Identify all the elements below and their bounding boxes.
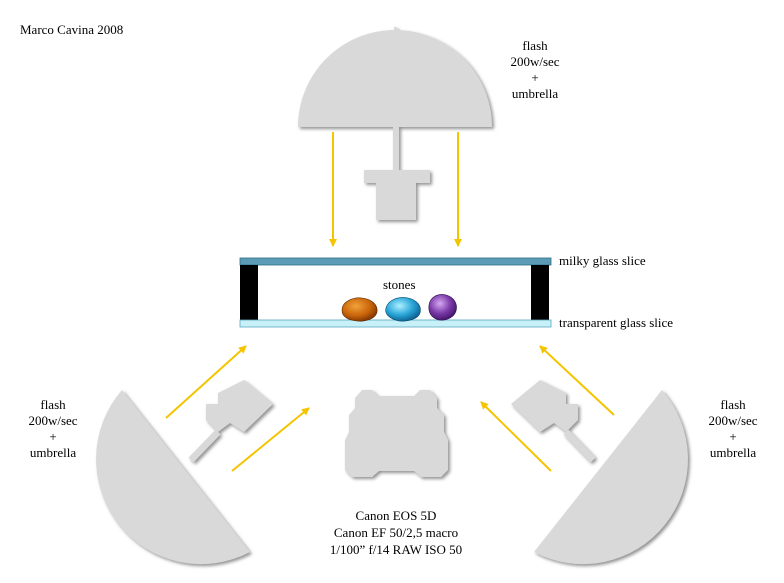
flash-label-line: flash: [40, 397, 66, 412]
amber-stone: [341, 297, 378, 322]
stones-label: stones: [383, 277, 416, 292]
umbrella-line: umbrella: [29, 445, 77, 460]
umbrella-line: umbrella: [709, 445, 757, 460]
purple-stone: [428, 294, 457, 321]
top-light-arrows: [329, 132, 462, 247]
umbrella-line: umbrella: [511, 86, 559, 101]
light-arrow: [231, 407, 310, 472]
left-umbrella-tip: [118, 520, 129, 530]
glass-set: [239, 257, 552, 328]
top-umbrella-shape: [298, 30, 492, 127]
flash-power-line: 200w/sec: [708, 413, 758, 428]
plus-line: +: [729, 429, 737, 444]
top-flash-label: flash 200w/sec + umbrella: [490, 38, 580, 102]
light-arrow: [539, 345, 615, 416]
left-light-arrows: [165, 345, 310, 472]
transparent-glass-label: transparent glass slice: [559, 315, 674, 330]
right-light-arrows: [480, 345, 615, 472]
lens-model: Canon EF 50/2,5 macro: [333, 525, 459, 540]
right-flash-head: [511, 380, 578, 432]
flash-label-line: flash: [720, 397, 746, 412]
exposure-settings: 1/100” f/14 RAW ISO 50: [329, 542, 463, 557]
plus-line: +: [49, 429, 57, 444]
top-umbrella-tip: [394, 27, 397, 33]
stones: [341, 294, 457, 322]
right-flash-label: flash 200w/sec + umbrella: [688, 397, 778, 461]
light-arrow: [480, 401, 552, 472]
flash-label-line: flash: [522, 38, 548, 53]
top-flash-stem: [393, 127, 399, 171]
left-flash-label: flash 200w/sec + umbrella: [8, 397, 98, 461]
camera-model: Canon EOS 5D: [355, 508, 437, 523]
right-flash-stem: [563, 429, 596, 463]
right-umbrella-shape: [534, 390, 688, 565]
milky-glass-slice: [239, 257, 552, 266]
flash-power-line: 200w/sec: [28, 413, 78, 428]
right-umbrella-tip: [655, 520, 666, 530]
camera-shape: [345, 390, 448, 477]
top-flash-unit: [298, 27, 492, 220]
left-flash-head: [206, 380, 273, 432]
plus-line: +: [531, 70, 539, 85]
left-umbrella-shape: [96, 390, 250, 565]
blue-stone: [385, 297, 421, 322]
transparent-glass-slice: [239, 319, 552, 328]
right-glass-stand: [531, 265, 549, 320]
credit-label: Marco Cavina 2008: [20, 22, 124, 37]
light-arrow: [165, 345, 247, 419]
top-flash-head: [364, 170, 430, 220]
left-flash-unit: [96, 380, 273, 565]
left-flash-stem: [188, 429, 221, 463]
right-flash-unit: [511, 380, 688, 565]
camera-body: [345, 390, 448, 477]
camera-label: Canon EOS 5D Canon EF 50/2,5 macro 1/100…: [296, 507, 496, 558]
milky-glass-label: milky glass slice: [559, 253, 646, 268]
left-glass-stand: [240, 265, 258, 320]
flash-power-line: 200w/sec: [510, 54, 560, 69]
